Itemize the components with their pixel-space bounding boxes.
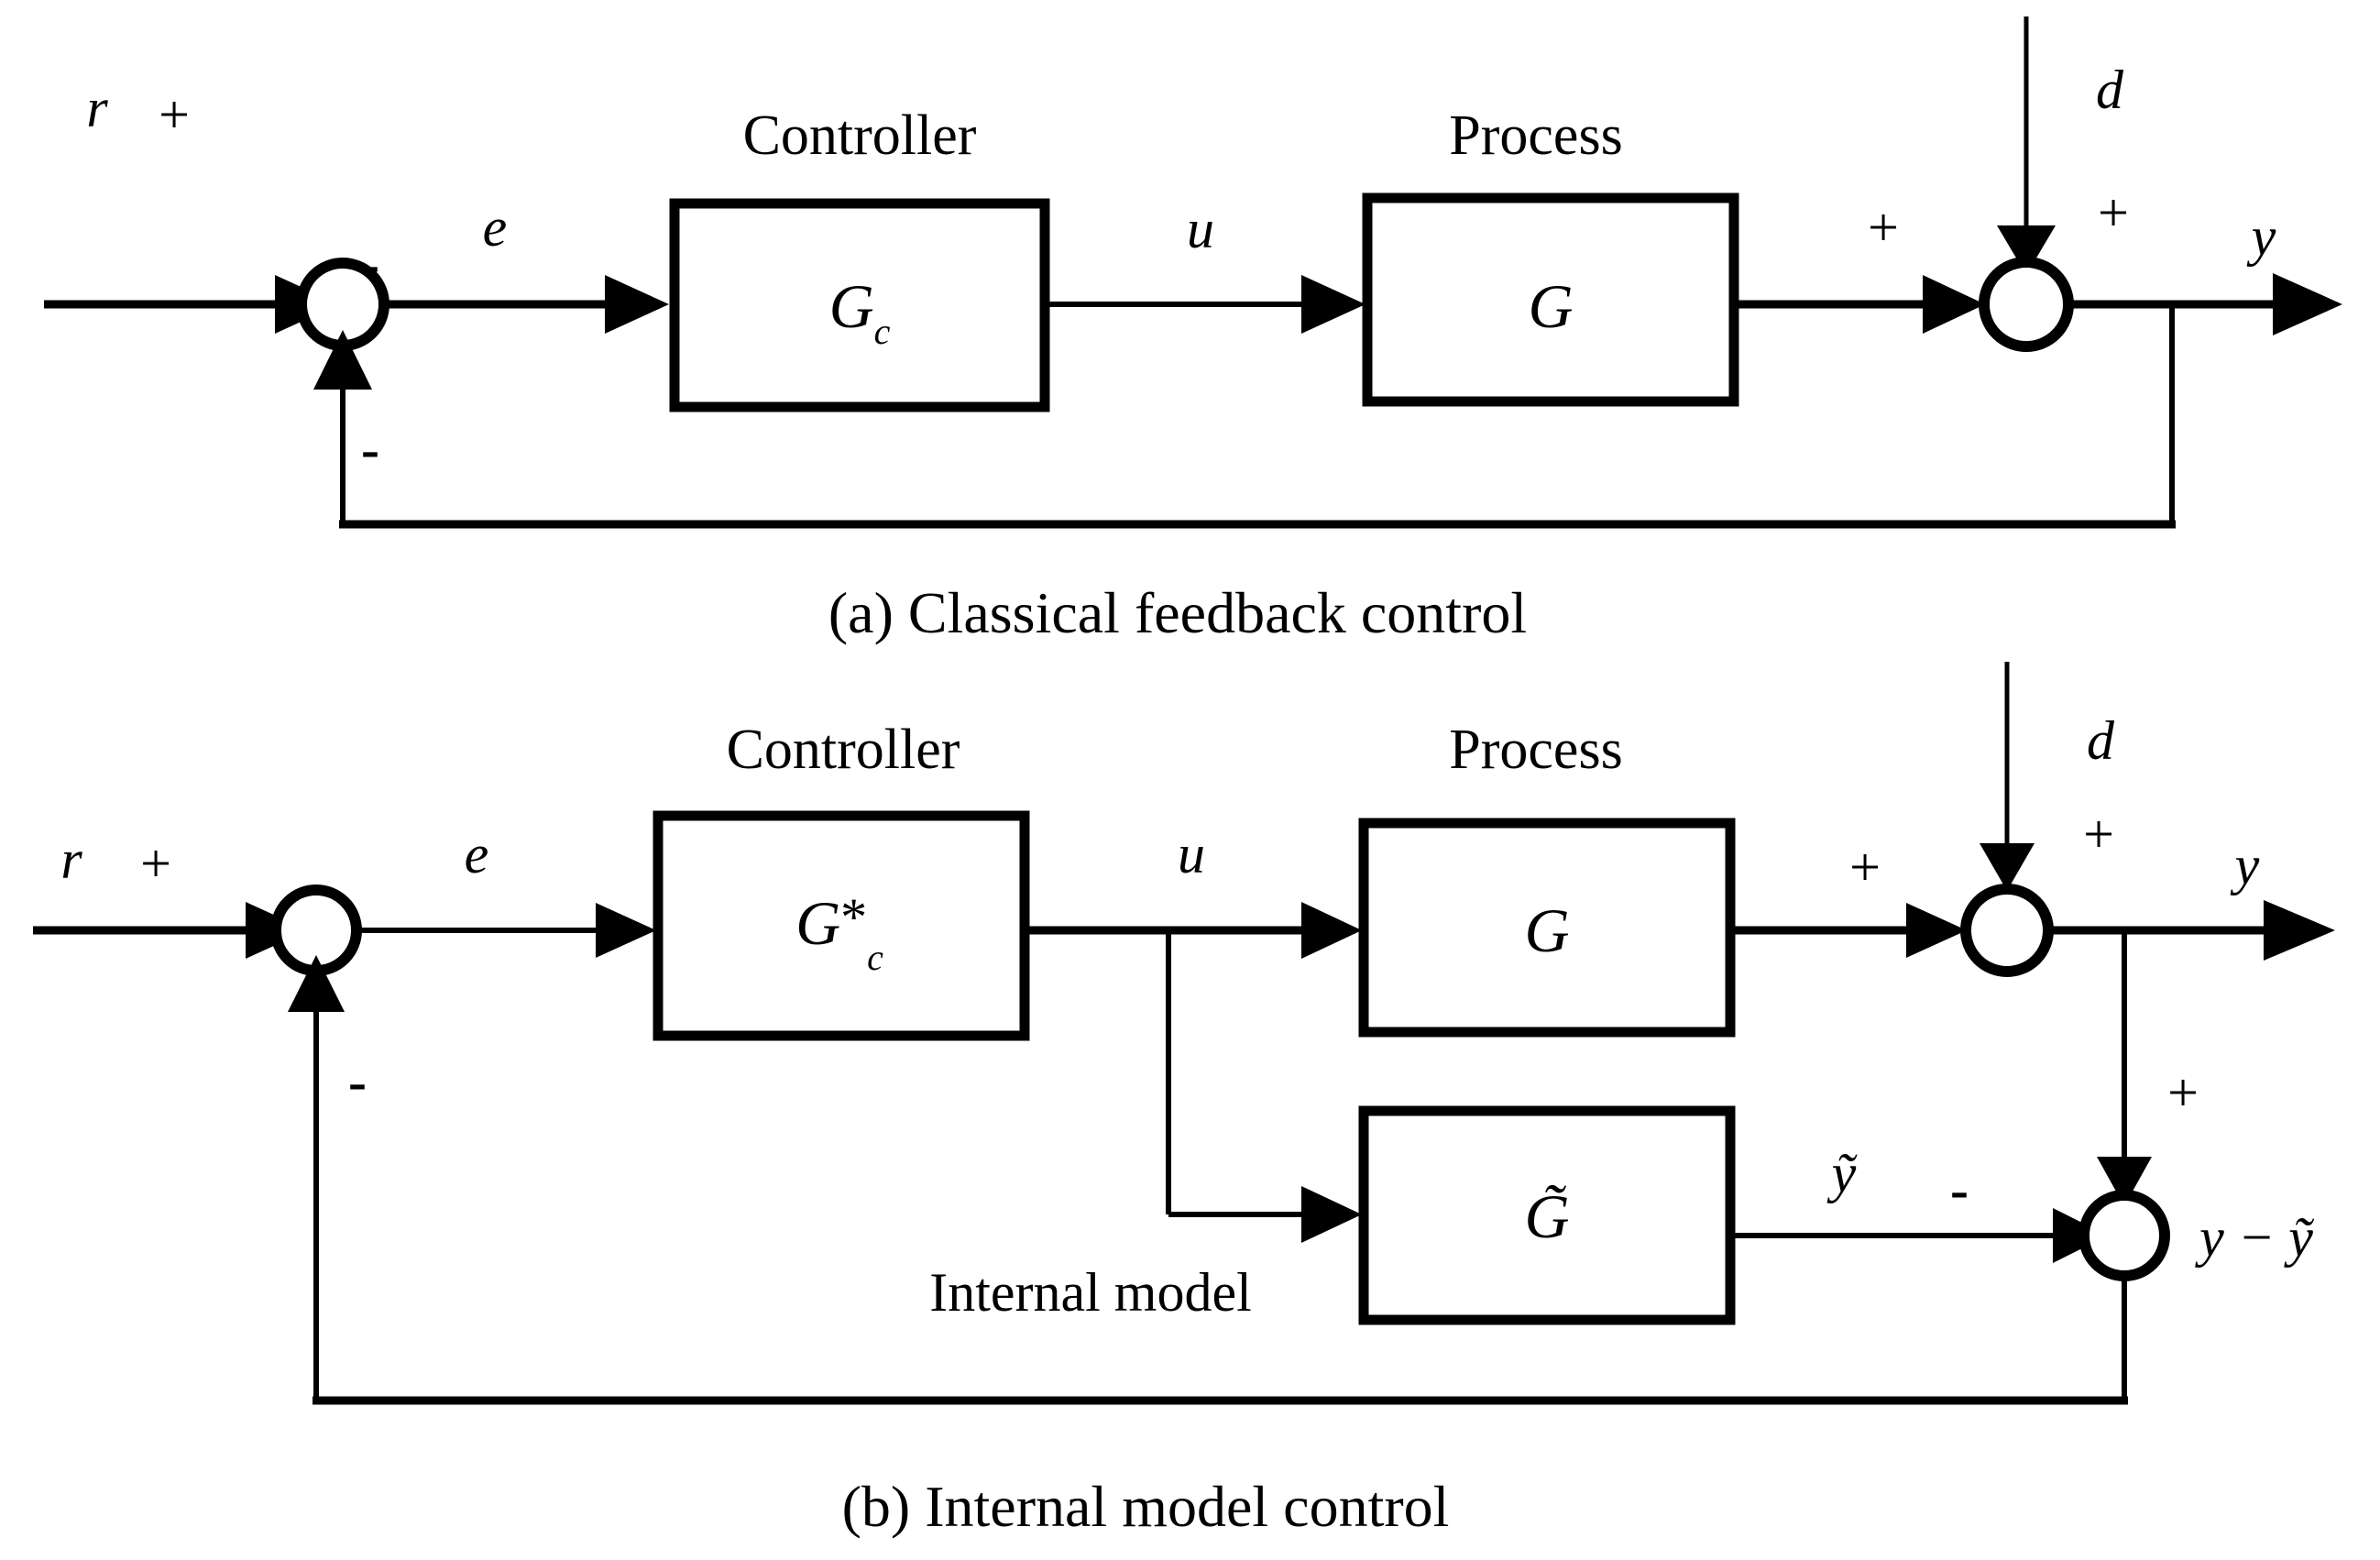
process-output-sign-a: + — [1868, 197, 1899, 258]
controller-block-label-a: Gc — [829, 271, 891, 352]
error-arrowhead-b — [596, 903, 656, 958]
process-block-a — [1362, 192, 1739, 407]
internal-model-heading-b: Internal model — [929, 1262, 1252, 1323]
process-heading-b: Process — [1449, 719, 1622, 781]
output-arrowhead-a — [2273, 273, 2342, 335]
process-block-label-a: G — [1528, 271, 1573, 341]
error-arrowhead-a — [605, 275, 669, 334]
summing-junction-output-a — [1979, 257, 2074, 352]
imc-controller-label-star-b: * — [840, 887, 867, 947]
reference-label-b: r — [60, 829, 82, 890]
output-arrowhead-b — [2264, 900, 2335, 961]
disturbance-label-b: d — [2087, 710, 2115, 771]
control-arrowhead-a — [1301, 275, 1365, 334]
control-arrowhead-b — [1301, 902, 1362, 959]
summing-junction-output-b — [1960, 884, 2054, 977]
feedback-arrowhead-b — [288, 955, 345, 1012]
feedback-arrowhead-a — [313, 330, 372, 390]
control-label-b: u — [1178, 824, 1205, 884]
controller-block-label-sub-a: c — [874, 311, 891, 352]
summing-junction-mismatch-b — [2078, 1190, 2170, 1281]
reference-sign-b: + — [140, 833, 171, 894]
imc-controller-label-sub-b: c — [867, 937, 883, 978]
feedback-sign-b: - — [348, 1051, 367, 1112]
caption-panel-b: (b) Internal model control — [842, 1474, 1450, 1539]
disturbance-arrowhead-a — [1997, 225, 2056, 275]
controller-block-label-base-a: G — [829, 271, 874, 341]
output-label-b: y — [2230, 835, 2260, 895]
process-output-sign-b: + — [1849, 837, 1881, 897]
controller-heading-b: Controller — [727, 719, 960, 781]
internal-model-label-base-b: G̃ — [1524, 1181, 1569, 1251]
process-output-arrowhead-b — [1906, 903, 1967, 958]
panel-a-group: Controller Process r + - e u d + + y Gc … — [44, 16, 2342, 529]
model-output-sign-b: - — [1950, 1159, 1969, 1220]
feedback-sign-a: - — [361, 234, 379, 294]
control-label-a: u — [1187, 199, 1214, 259]
feedback-minus-a: - — [361, 419, 379, 479]
error-label-a: e — [483, 197, 508, 258]
process-heading-a: Process — [1449, 104, 1622, 167]
process-output-arrowhead-a — [1923, 275, 1985, 334]
output-label-a: y — [2246, 206, 2276, 267]
panel-b-group: Controller Process Internal model r + - … — [33, 662, 2335, 1405]
error-label-b: e — [465, 824, 489, 884]
model-output-label-b: ỹ — [1826, 1143, 1858, 1203]
controller-block-a — [669, 198, 1050, 412]
reference-sign-a: + — [159, 84, 190, 145]
caption-panel-a: (a) Classical feedback control — [828, 580, 1527, 645]
imc-controller-block-label-b: G*c — [795, 887, 883, 978]
imc-controller-block-b — [653, 810, 1030, 1041]
mismatch-label-b: y − ỹ — [2194, 1207, 2314, 1268]
disturbance-sign-b: + — [2083, 804, 2114, 864]
disturbance-label-a: d — [2096, 60, 2124, 120]
controller-heading-a: Controller — [743, 104, 977, 167]
internal-model-block-label-b: G̃ — [1524, 1181, 1569, 1251]
process-block-b — [1358, 818, 1736, 1038]
imc-controller-label-base-b: G — [795, 888, 840, 958]
mismatch-plus-arrowhead-b — [2097, 1157, 2152, 1206]
process-block-label-b: G — [1524, 895, 1569, 965]
mismatch-plus-sign-b: + — [2167, 1062, 2199, 1123]
internal-model-input-arrowhead-b — [1301, 1186, 1362, 1243]
disturbance-sign-a: + — [2098, 182, 2129, 243]
reference-label-a: r — [86, 78, 108, 138]
disturbance-arrowhead-b — [1980, 843, 2035, 891]
internal-model-block-b — [1358, 1105, 1736, 1325]
